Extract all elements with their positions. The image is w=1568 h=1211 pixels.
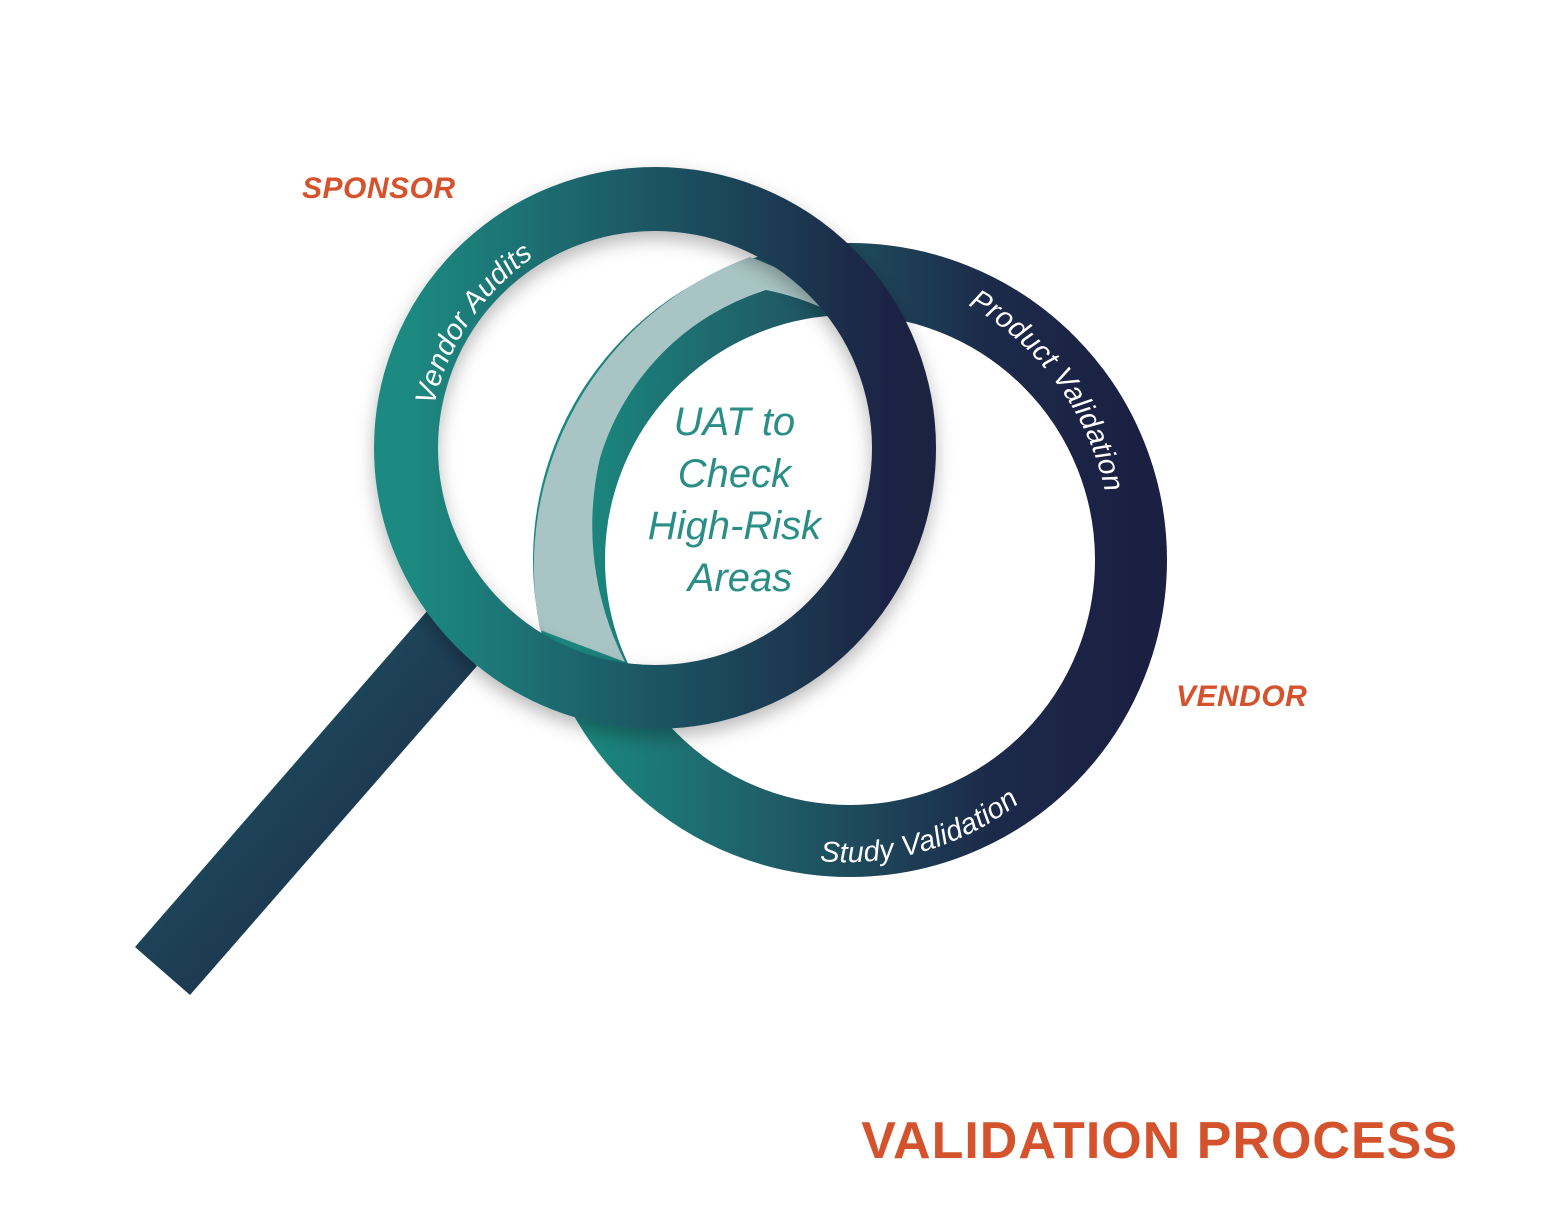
lens-overlap-highlight: [533, 257, 833, 662]
center-text: UAT to Check High-Risk Areas: [648, 400, 832, 600]
center-line-2: Check: [678, 452, 793, 496]
diagram-title: VALIDATION PROCESS: [861, 1112, 1458, 1170]
sponsor-label: SPONSOR: [302, 172, 456, 205]
magnifier-handle: [135, 610, 477, 995]
center-line-3: High-Risk: [648, 504, 823, 548]
center-line-1: UAT to: [674, 400, 796, 444]
center-line-4: Areas: [686, 556, 793, 600]
magnifier-lens-ring: [374, 167, 936, 729]
vendor-label: VENDOR: [1176, 680, 1307, 713]
